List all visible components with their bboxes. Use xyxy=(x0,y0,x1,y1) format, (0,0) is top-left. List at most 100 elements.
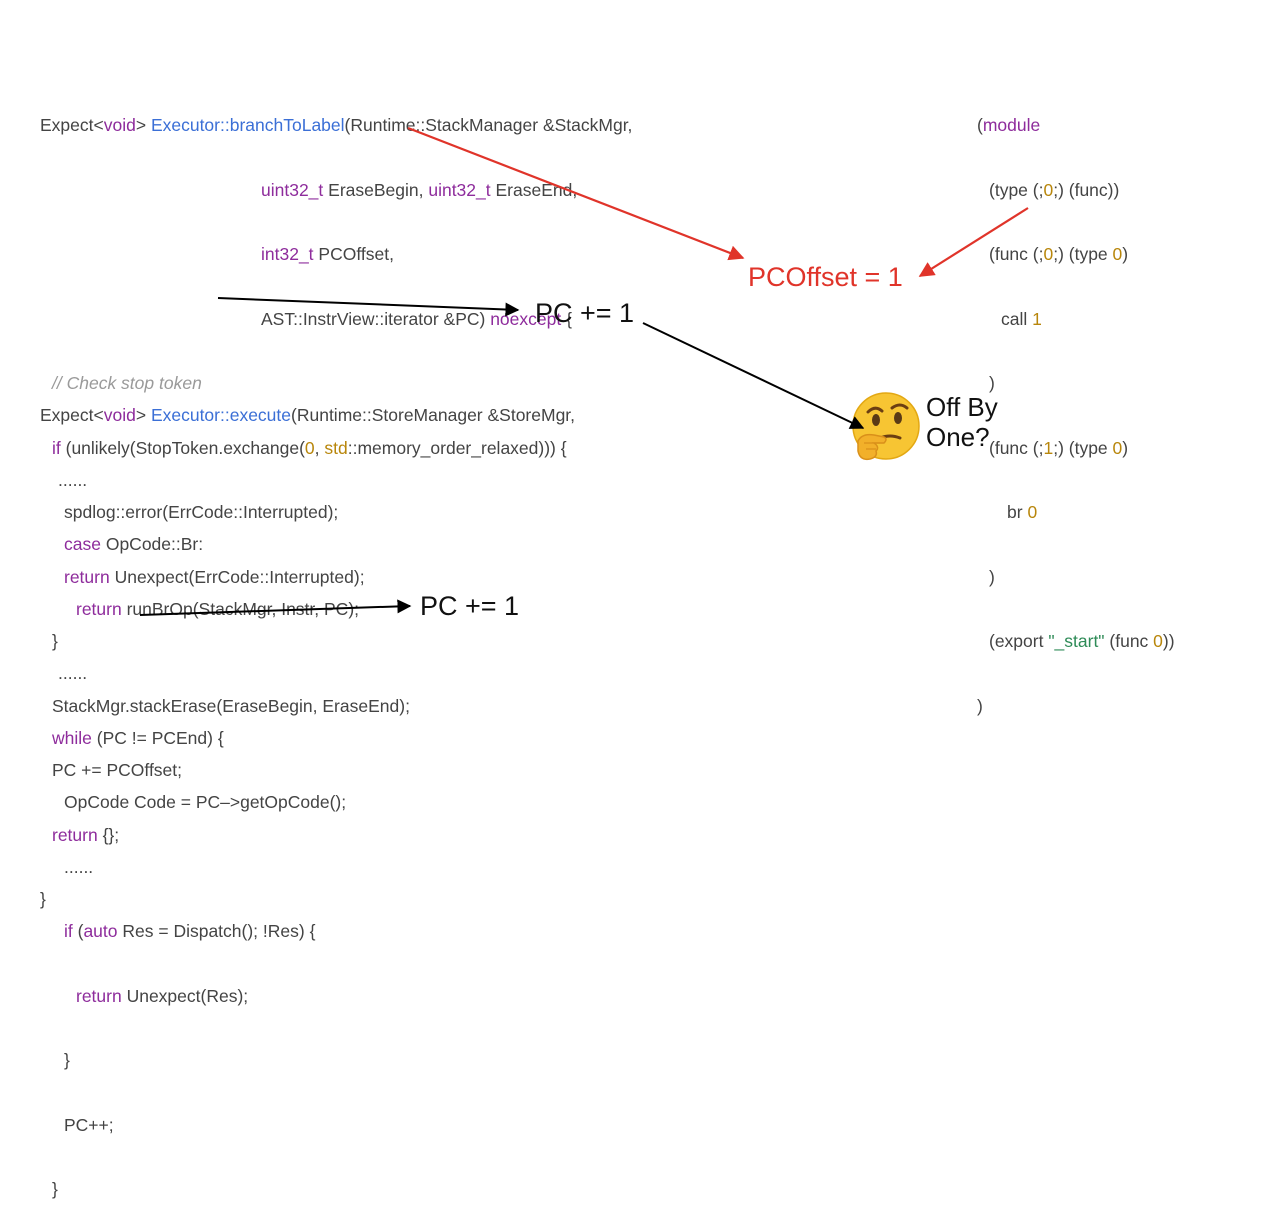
code-line: ...... xyxy=(40,470,575,492)
pc-plus-one-top-annotation: PC += 1 xyxy=(535,298,635,328)
code-token: if xyxy=(52,437,61,458)
code-token: EraseEnd, xyxy=(490,179,578,200)
code-token: > xyxy=(135,405,151,425)
code-token: 0 xyxy=(304,437,315,458)
code-token: void xyxy=(103,405,136,425)
code-line: (export "_start" (func 0)) xyxy=(977,631,1175,653)
code-token: void xyxy=(103,115,136,135)
code-line: (func (;1;) (type 0) xyxy=(977,438,1175,460)
code-token: OpCode::Br: xyxy=(100,534,204,554)
code-line: case OpCode::Br: xyxy=(40,534,575,556)
code-token: PC++; xyxy=(64,1114,114,1135)
function-name: Executor::execute xyxy=(150,405,292,425)
code-line: AST::InstrView::iterator &PC) noexcept { xyxy=(40,309,632,331)
branch-to-label-code: Expect<void> Executor::branchToLabel(Run… xyxy=(40,72,632,932)
code-line: // Check stop token xyxy=(40,373,632,395)
code-token: (export xyxy=(989,631,1049,651)
code-line: ) xyxy=(977,696,1175,718)
code-line: uint32_t EraseBegin, uint32_t EraseEnd, xyxy=(40,180,632,202)
code-token: , xyxy=(314,437,325,458)
arrow-pc-increment-to-pc-plus-one xyxy=(139,599,412,616)
code-token: } xyxy=(64,1050,70,1070)
code-token: Unexpect(Res); xyxy=(121,985,249,1006)
code-line: PC++; xyxy=(40,1115,575,1137)
code-token: int32_t xyxy=(261,244,314,264)
code-token: 1 xyxy=(1032,308,1042,329)
arrow-pc-plus-one-to-emoji xyxy=(642,322,865,429)
code-token: 0 xyxy=(1112,437,1123,458)
code-token: ;) (func)) xyxy=(1053,179,1120,200)
code-token: } xyxy=(52,631,58,651)
code-token: ) xyxy=(1122,244,1129,264)
code-token: ::memory_order_relaxed))) { xyxy=(347,437,567,458)
code-line: } xyxy=(40,1050,575,1072)
code-token: return xyxy=(76,598,122,619)
pcoffset-annotation: PCOffset = 1 xyxy=(748,262,903,292)
code-token: ...... xyxy=(58,469,88,490)
code-token: EraseBegin, xyxy=(323,179,429,200)
code-token: Expect< xyxy=(40,405,104,425)
arrow-pcoffset-line-to-pc-plus-one xyxy=(217,297,520,317)
code-token: br xyxy=(1007,502,1028,522)
code-line: OpCode Code = PC–>getOpCode(); xyxy=(40,792,575,814)
code-comment: // Check stop token xyxy=(52,373,202,393)
arrow-pcoffset-to-value xyxy=(407,126,745,261)
code-line: call 1 xyxy=(977,309,1175,331)
code-token: 0 xyxy=(1027,502,1038,522)
code-token: ;) (type xyxy=(1053,244,1113,264)
code-line: (type (;0;) (func)) xyxy=(977,180,1175,202)
annotation-arrows xyxy=(139,126,1029,616)
code-token: Res = Dispatch(); !Res) { xyxy=(117,921,316,941)
code-token: ...... xyxy=(58,663,88,683)
code-line: ) xyxy=(977,373,1175,395)
code-token: 0 xyxy=(1043,244,1054,264)
code-line: ...... xyxy=(40,663,575,685)
code-token: 0 xyxy=(1043,179,1054,200)
code-token: return xyxy=(64,566,110,587)
code-line: } xyxy=(40,1179,575,1201)
code-token: (type (; xyxy=(989,179,1044,200)
code-token: OpCode Code = PC–>getOpCode(); xyxy=(64,792,347,812)
code-token: Unexpect(ErrCode::Interrupted); xyxy=(109,566,365,587)
code-token: ) xyxy=(977,695,983,716)
code-token: )) xyxy=(1162,631,1175,651)
code-line: if (unlikely(StopToken.exchange(0, std::… xyxy=(40,438,632,460)
code-line: Expect<void> Executor::execute(Runtime::… xyxy=(40,405,575,427)
code-token: uint32_t xyxy=(261,179,324,200)
code-token: 1 xyxy=(1043,437,1054,458)
code-line: if (auto Res = Dispatch(); !Res) { xyxy=(40,921,575,943)
code-token: ( xyxy=(72,921,84,941)
code-line: return Unexpect(Res); xyxy=(40,986,575,1008)
code-token: uint32_t xyxy=(428,179,491,200)
code-token: (func (; xyxy=(989,244,1044,264)
code-token: ) xyxy=(1122,437,1129,458)
code-token: (func xyxy=(1104,631,1154,651)
code-token: > xyxy=(135,115,151,135)
code-token: (unlikely(StopToken.exchange( xyxy=(60,437,305,458)
code-line: br 0 xyxy=(977,502,1175,524)
code-token: (Runtime::StackManager &StackMgr, xyxy=(344,115,633,135)
code-token: } xyxy=(52,1179,58,1199)
code-token: spdlog::error(ErrCode::Interrupted); xyxy=(64,502,339,522)
code-token: Expect< xyxy=(40,115,104,135)
code-token: PCOffset, xyxy=(313,244,394,264)
code-token: AST::InstrView::iterator &PC) xyxy=(261,308,491,329)
code-token: module xyxy=(982,115,1041,135)
code-line: ...... xyxy=(40,857,575,879)
code-token: (PC != PCEnd) { xyxy=(91,727,224,748)
code-token: ( xyxy=(977,115,983,135)
code-token: "_start" xyxy=(1048,631,1105,651)
code-line: while (PC != PCEnd) { xyxy=(40,728,575,750)
code-token: if xyxy=(64,921,73,941)
code-line: } xyxy=(40,631,632,653)
code-token: call xyxy=(1001,308,1033,329)
code-token: while xyxy=(52,727,92,748)
code-line: ) xyxy=(977,567,1175,589)
code-line: (func (;0;) (type 0) xyxy=(977,244,1175,266)
function-name: Executor::branchToLabel xyxy=(150,115,345,135)
arrow-br-to-value xyxy=(918,207,1029,277)
code-line: (module xyxy=(977,115,1175,137)
code-token: ;) (type xyxy=(1053,437,1113,458)
code-line: Expect<void> Executor::branchToLabel(Run… xyxy=(40,115,632,137)
off-by-one-annotation: Off By One? xyxy=(926,392,998,452)
